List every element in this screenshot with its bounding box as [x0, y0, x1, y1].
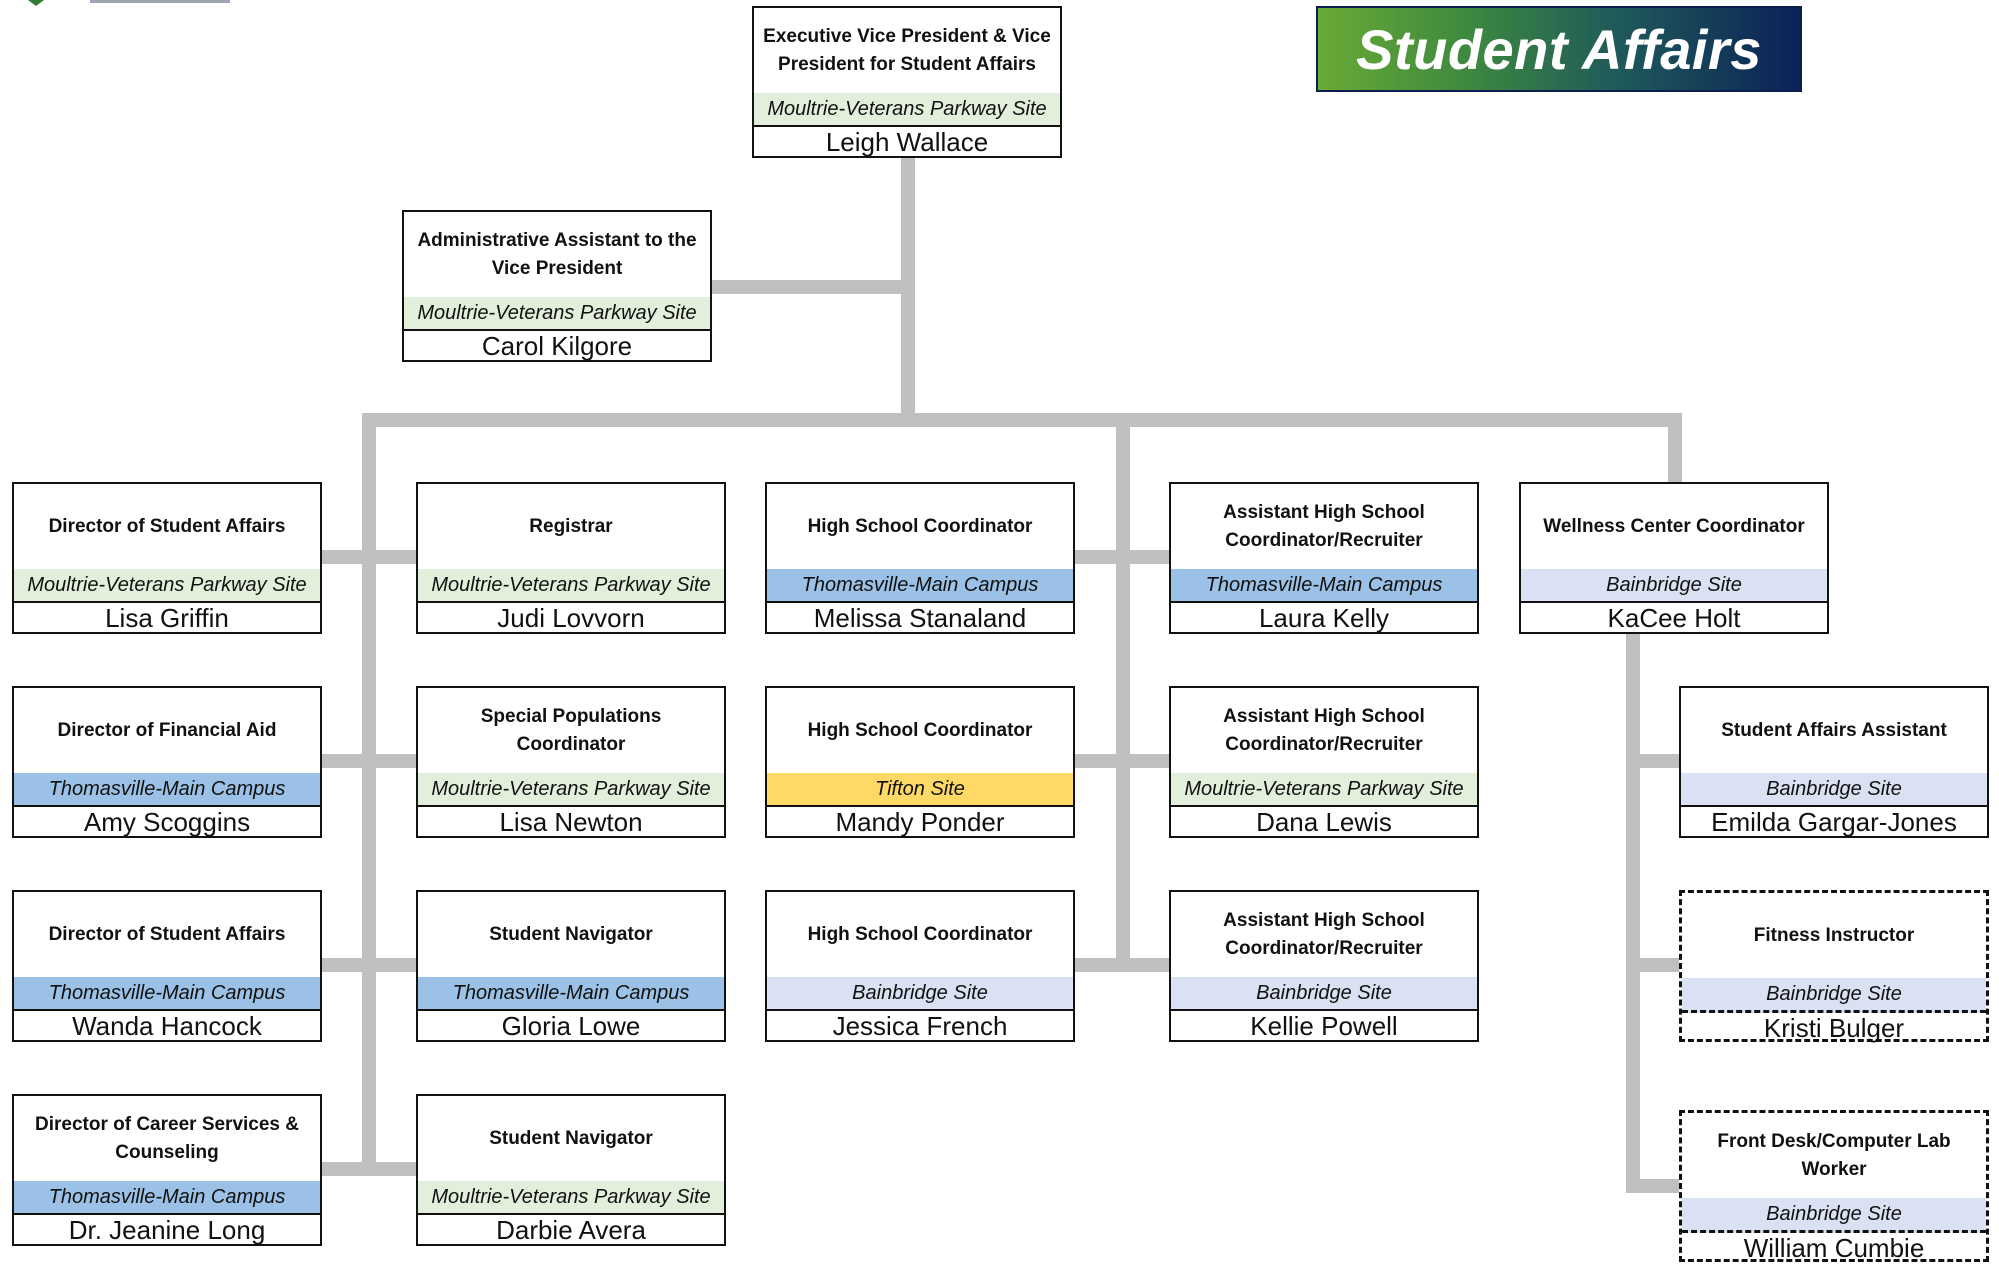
person-name: Lisa Griffin: [105, 603, 229, 633]
front-desk-card: Front Desk/Computer Lab Worker Bainbridg…: [1679, 1110, 1989, 1263]
connector-admin-branch: [712, 280, 915, 294]
connector-row2-mid: [1075, 754, 1170, 768]
position-title: High School Coordinator: [807, 515, 1033, 537]
person-name: Mandy Ponder: [835, 807, 1005, 837]
person-name: Dana Lewis: [1256, 807, 1392, 837]
admin-assistant-card: Administrative Assistant to the Vice Pre…: [402, 210, 712, 362]
position-title: Administrative Assistant to the Vice Pre…: [417, 229, 697, 279]
position-title: Director of Career Services & Counseling: [34, 1113, 299, 1163]
fitness-instructor-card: Fitness Instructor Bainbridge Site Krist…: [1679, 890, 1989, 1043]
registrar-card: Registrar Moultrie-Veterans Parkway Site…: [416, 482, 726, 634]
person-name: Judi Lovvorn: [497, 603, 645, 633]
person-name: Dr. Jeanine Long: [68, 1215, 266, 1245]
position-title: High School Coordinator: [807, 719, 1033, 741]
person-name: Amy Scoggins: [83, 807, 251, 837]
position-title: Student Navigator: [489, 1127, 653, 1149]
site-label: Thomasville-Main Campus: [1171, 569, 1477, 603]
position-title: Executive Vice President & Vice Presiden…: [763, 25, 1051, 75]
site-label: Thomasville-Main Campus: [14, 1181, 320, 1215]
site-label: Bainbridge Site: [1681, 773, 1987, 807]
dir-student-affairs-thomasville-card: Director of Student Affairs Thomasville-…: [12, 890, 322, 1042]
site-label: Bainbridge Site: [1682, 978, 1986, 1013]
connector-row3-mid: [1075, 958, 1170, 972]
site-label: Bainbridge Site: [1682, 1198, 1986, 1233]
connector-row1-left: [322, 550, 417, 564]
wellness-coord-card: Wellness Center Coordinator Bainbridge S…: [1519, 482, 1829, 634]
department-banner: Student Affairs: [1316, 6, 1802, 92]
position-title: Director of Student Affairs: [48, 923, 286, 945]
asst-hs-moultrie-card: Assistant High School Coordinator/Recrui…: [1169, 686, 1479, 838]
site-label: Moultrie-Veterans Parkway Site: [1171, 773, 1477, 807]
person-name: Melissa Stanaland: [813, 603, 1027, 633]
college-logo: [28, 0, 230, 6]
site-label: Moultrie-Veterans Parkway Site: [418, 773, 724, 807]
position-title: Assistant High School Coordinator/Recrui…: [1223, 501, 1425, 551]
site-label: Thomasville-Main Campus: [418, 977, 724, 1011]
person-name: Jessica French: [832, 1011, 1008, 1041]
site-label: Moultrie-Veterans Parkway Site: [754, 93, 1060, 127]
person-name: Darbie Avera: [496, 1215, 646, 1245]
position-title: Director of Student Affairs: [48, 515, 286, 537]
dir-career-services-card: Director of Career Services & Counseling…: [12, 1094, 322, 1246]
dir-financial-aid-card: Director of Financial Aid Thomasville-Ma…: [12, 686, 322, 838]
connector-col3-vertical: [1116, 413, 1130, 959]
site-label: Bainbridge Site: [1521, 569, 1827, 603]
connector-row4-left: [322, 1162, 417, 1176]
position-title: Assistant High School Coordinator/Recrui…: [1223, 705, 1425, 755]
position-title: Student Navigator: [489, 923, 653, 945]
site-label: Thomasville-Main Campus: [767, 569, 1073, 603]
person-name: Leigh Wallace: [825, 127, 989, 157]
navigator-moultrie-card: Student Navigator Moultrie-Veterans Park…: [416, 1094, 726, 1246]
asst-hs-bainbridge-card: Assistant High School Coordinator/Recrui…: [1169, 890, 1479, 1042]
position-title: Fitness Instructor: [1753, 924, 1915, 946]
hs-coord-tifton-card: High School Coordinator Tifton Site Mand…: [765, 686, 1075, 838]
navigator-thomasville-card: Student Navigator Thomasville-Main Campu…: [416, 890, 726, 1042]
connector-row3-left: [322, 958, 417, 972]
position-title: Registrar: [529, 515, 613, 537]
connector-main-bus: [362, 413, 1682, 427]
position-title: Assistant High School Coordinator/Recrui…: [1223, 909, 1425, 959]
position-title: Director of Financial Aid: [57, 719, 277, 741]
connector-wellness-row2: [1626, 754, 1679, 768]
connector-wellness-row4: [1626, 1179, 1679, 1193]
dir-student-affairs-moultrie-card: Director of Student Affairs Moultrie-Vet…: [12, 482, 322, 634]
site-label: Moultrie-Veterans Parkway Site: [404, 297, 710, 331]
person-name: Lisa Newton: [499, 807, 643, 837]
asst-hs-thomasville-card: Assistant High School Coordinator/Recrui…: [1169, 482, 1479, 634]
position-title: Student Affairs Assistant: [1721, 719, 1947, 741]
site-label: Moultrie-Veterans Parkway Site: [418, 569, 724, 603]
connector-wellness-row3: [1626, 958, 1679, 972]
site-label: Bainbridge Site: [767, 977, 1073, 1011]
connector-wellness-vertical: [1626, 633, 1640, 1193]
vp-card: Executive Vice President & Vice Presiden…: [752, 6, 1062, 158]
position-title: High School Coordinator: [807, 923, 1033, 945]
person-name: Wanda Hancock: [72, 1011, 262, 1041]
site-label: Moultrie-Veterans Parkway Site: [14, 569, 320, 603]
site-label: Bainbridge Site: [1171, 977, 1477, 1011]
hs-coord-bainbridge-card: High School Coordinator Bainbridge Site …: [765, 890, 1075, 1042]
person-name: Emilda Gargar-Jones: [1711, 807, 1957, 837]
position-title: Front Desk/Computer Lab Worker: [1717, 1130, 1951, 1180]
position-title: Wellness Center Coordinator: [1543, 515, 1805, 537]
student-affairs-assistant-card: Student Affairs Assistant Bainbridge Sit…: [1679, 686, 1989, 838]
department-title: Student Affairs: [1356, 17, 1762, 81]
person-name: Laura Kelly: [1258, 603, 1390, 633]
connector-row2-left: [322, 754, 417, 768]
person-name: Gloria Lowe: [501, 1011, 641, 1041]
person-name: William Cumbie: [1743, 1233, 1925, 1263]
hs-coord-thomasville-card: High School Coordinator Thomasville-Main…: [765, 482, 1075, 634]
connector-row1-mid: [1075, 550, 1170, 564]
site-label: Thomasville-Main Campus: [14, 773, 320, 807]
connector-wellness-drop: [1668, 413, 1682, 483]
connector-col1-vertical: [362, 413, 376, 1171]
person-name: Carol Kilgore: [481, 331, 633, 361]
special-populations-card: Special Populations Coordinator Moultrie…: [416, 686, 726, 838]
position-title: Special Populations Coordinator: [480, 705, 662, 755]
person-name: Kristi Bulger: [1763, 1013, 1905, 1043]
person-name: Kellie Powell: [1250, 1011, 1398, 1041]
site-label: Thomasville-Main Campus: [14, 977, 320, 1011]
site-label: Moultrie-Veterans Parkway Site: [418, 1181, 724, 1215]
site-label: Tifton Site: [767, 773, 1073, 807]
person-name: KaCee Holt: [1607, 603, 1741, 633]
